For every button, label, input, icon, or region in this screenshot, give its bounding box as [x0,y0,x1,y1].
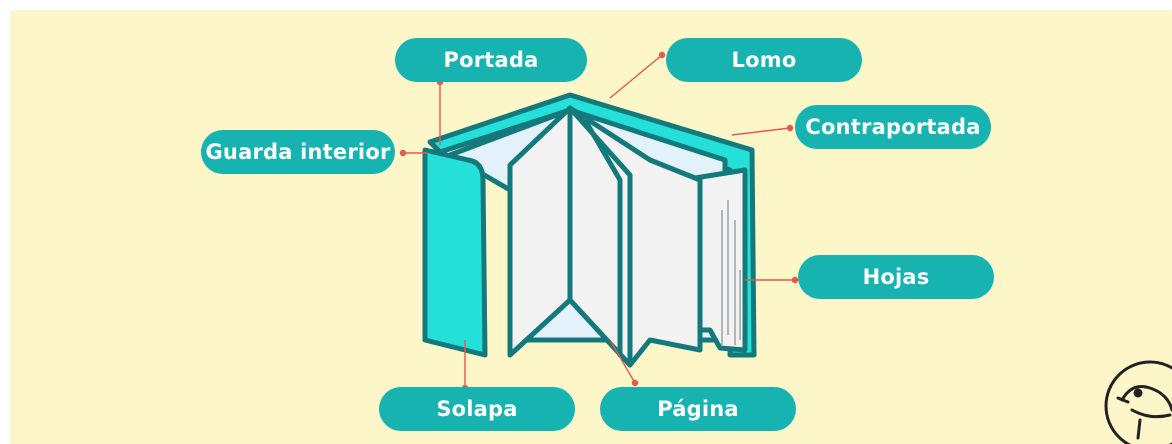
book-page-3 [567,105,703,368]
label-lomo: Lomo [666,38,862,82]
label-guarda-interior: Guarda interior [201,130,395,174]
label-solapa: Solapa [379,387,575,431]
diagram-canvas: Portada Lomo Contraportada Guarda interi… [10,10,1172,444]
book-front-cover [422,147,488,358]
label-hojas: Hojas [798,255,994,299]
bird-logo-icon [1104,360,1172,444]
label-contraportada: Contraportada [795,105,991,149]
label-portada: Portada [395,38,587,82]
book-illustration [399,51,1172,444]
label-pagina: Página [600,387,796,431]
book-back-cover [427,92,757,358]
book-page-fold [582,117,623,358]
